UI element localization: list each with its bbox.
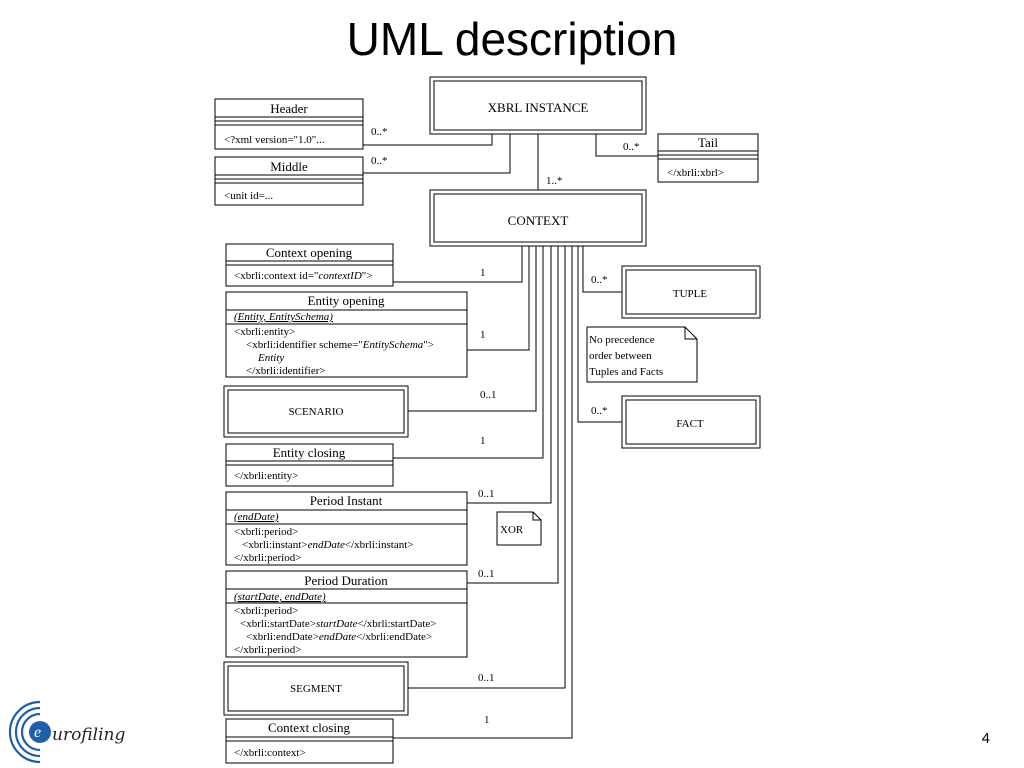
segment-connector [408, 246, 566, 689]
header-connector [363, 134, 493, 146]
xor-note: XOR [496, 511, 542, 546]
xor-note-text: XOR [500, 524, 524, 536]
entity-opening-name: Entity opening [308, 293, 385, 308]
middle-class-body: <unit id=... [224, 190, 273, 202]
period-duration-line-4: </xbrli:period> [234, 644, 301, 656]
multiplicity-tuple: 0..* [591, 274, 608, 286]
fact-name: FACT [676, 418, 704, 430]
header-class: Header <?xml version="1.0"... [214, 98, 364, 150]
multiplicity-scenario: 0..1 [480, 389, 497, 401]
period-instant-attrs: (endDate) [234, 511, 279, 523]
context-closing-name: Context closing [268, 720, 350, 735]
tuple-name: TUPLE [673, 288, 708, 300]
multiplicity-period-duration: 0..1 [478, 568, 495, 580]
period-duration-line-2: <xbrli:startDate>startDate</xbrli:startD… [240, 618, 437, 630]
multiplicity-period-instant: 0..1 [478, 488, 495, 500]
context-name: CONTEXT [508, 213, 569, 228]
multiplicity-context: 1..* [546, 175, 563, 187]
entity-closing-connector [393, 246, 544, 459]
entity-closing-body: </xbrli:entity> [234, 470, 298, 482]
eurofiling-logo: e urofiling [8, 700, 125, 764]
slide-title: UML description [346, 13, 678, 65]
context-closing-connector [393, 246, 573, 739]
multiplicity-segment: 0..1 [478, 672, 495, 684]
header-class-body: <?xml version="1.0"... [224, 134, 325, 146]
xbrl-instance-name: XBRL INSTANCE [488, 100, 589, 115]
middle-class: Middle <unit id=... [214, 156, 364, 206]
entity-closing-name: Entity closing [273, 445, 346, 460]
period-duration-connector [467, 246, 559, 584]
fact-connector [577, 246, 622, 423]
multiplicity-labels: 0..* 0..* 0..* 1..* 1 1 0..1 1 0..1 0..1… [371, 126, 640, 726]
scenario-name: SCENARIO [288, 406, 343, 418]
period-duration-line-3: <xbrli:endDate>endDate</xbrli:endDate> [246, 631, 432, 643]
page-number: 4 [981, 730, 990, 747]
logo-text: urofiling [52, 725, 125, 745]
context-class: CONTEXT [429, 189, 647, 247]
multiplicity-context-opening: 1 [480, 267, 486, 279]
scenario-connector [408, 246, 537, 412]
period-instant-line-1: <xbrli:period> [234, 526, 298, 538]
middle-class-name: Middle [270, 159, 308, 174]
entity-opening-attrs: (Entity, EntitySchema) [234, 311, 333, 323]
context-opening-connector [393, 246, 523, 283]
multiplicity-middle: 0..* [371, 155, 388, 167]
tuple-connector [582, 246, 622, 293]
xbrl-instance-class: XBRL INSTANCE [429, 76, 647, 135]
entity-opening-line-3: Entity [257, 352, 284, 364]
period-duration-name: Period Duration [304, 573, 388, 588]
period-instant-connector [467, 246, 552, 504]
context-opening-name: Context opening [266, 245, 353, 260]
tuple-class: TUPLE [621, 265, 761, 319]
multiplicity-context-closing: 1 [484, 714, 490, 726]
header-class-name: Header [270, 101, 308, 116]
fact-class: FACT [621, 395, 761, 449]
scenario-class: SCENARIO [223, 385, 409, 438]
tail-class-name: Tail [698, 135, 718, 150]
precedence-note-line-1: No precedence [589, 334, 655, 346]
multiplicity-entity-opening: 1 [480, 329, 486, 341]
period-instant-line-2: <xbrli:instant>endDate</xbrli:instant> [242, 539, 413, 551]
multiplicity-entity-closing: 1 [480, 435, 486, 447]
period-duration-attrs: (startDate, endDate) [234, 591, 326, 603]
entity-opening-line-2: <xbrli:identifier scheme="EntitySchema"> [246, 339, 434, 351]
context-closing-body: </xbrli:context> [234, 747, 306, 759]
entity-opening-connector [467, 246, 530, 351]
period-instant-name: Period Instant [310, 493, 383, 508]
svg-text:e: e [34, 724, 41, 741]
precedence-note-line-3: Tuples and Facts [589, 366, 663, 378]
period-duration-class: Period Duration (startDate, endDate) <xb… [225, 570, 468, 658]
period-instant-line-3: </xbrli:period> [234, 552, 301, 564]
entity-opening-line-1: <xbrli:entity> [234, 326, 295, 338]
context-closing-class: Context closing </xbrli:context> [225, 718, 394, 764]
entity-closing-class: Entity closing </xbrli:entity> [225, 443, 394, 487]
tail-class: Tail </xbrli:xbrl> [657, 133, 759, 183]
context-opening-body: <xbrli:context id="contextID"> [234, 270, 373, 282]
tail-class-body: </xbrli:xbrl> [667, 167, 724, 179]
precedence-note: No precedence order between Tuples and F… [586, 326, 698, 383]
segment-name: SEGMENT [290, 683, 342, 695]
entity-opening-class: Entity opening (Entity, EntitySchema) <x… [225, 291, 468, 378]
multiplicity-fact: 0..* [591, 405, 608, 417]
precedence-note-line-2: order between [589, 350, 652, 362]
period-instant-class: Period Instant (endDate) <xbrli:period> … [225, 491, 468, 566]
multiplicity-header: 0..* [371, 126, 388, 138]
segment-class: SEGMENT [223, 661, 409, 716]
tail-connector [595, 134, 658, 157]
connectors [363, 134, 658, 739]
context-opening-class: Context opening <xbrli:context id="conte… [225, 243, 394, 287]
entity-opening-line-4: </xbrli:identifier> [246, 365, 326, 377]
middle-connector [363, 134, 511, 174]
multiplicity-tail: 0..* [623, 141, 640, 153]
period-duration-line-1: <xbrli:period> [234, 605, 298, 617]
